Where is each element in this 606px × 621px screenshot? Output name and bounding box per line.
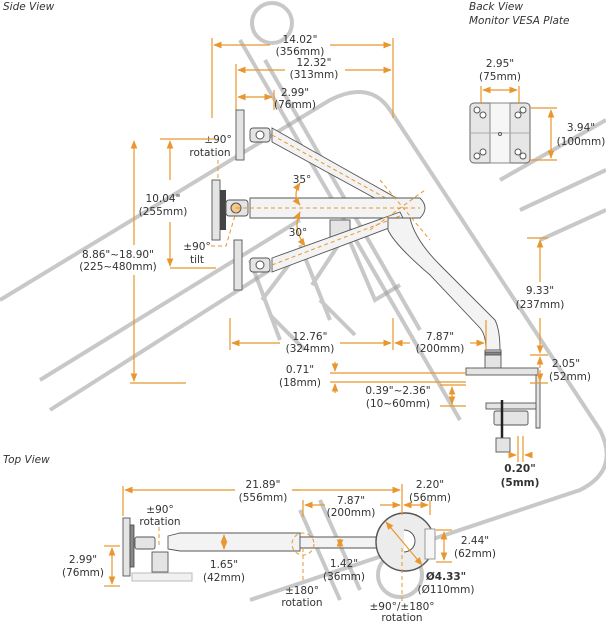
svg-text:(18mm): (18mm) [279,377,321,389]
inner-reach-mm: (313mm) [290,69,339,81]
clamp-top-plate [465,367,539,376]
svg-text:2.99": 2.99" [69,554,97,566]
head-depth-in: 2.99" [281,87,309,99]
dim-total-length: 21.89" (556mm) [122,479,300,516]
dim-head-depth: 2.99" (76mm) [237,87,316,111]
dim-desk-thickness: 0.39"~2.36" (10~60mm) [365,384,466,410]
dim-lower-arm-reach: 12.76" (324mm) [229,318,394,355]
svg-text:9.33": 9.33" [526,285,554,297]
svg-text:7.87": 7.87" [337,495,365,507]
svg-text:(556mm): (556mm) [239,492,288,504]
height-travel-mm: (255mm) [139,206,188,218]
vesa-plate [469,102,531,164]
svg-text:rotation: rotation [189,147,230,159]
top-base-rotation: ±90°/±180° rotation [369,601,434,621]
dim-arm-width: 1.65" (42mm) [203,534,245,584]
top-upper-arm [167,532,301,552]
svg-text:7.87": 7.87" [426,331,454,343]
side-tilt-annotation: ±90° tilt [183,211,237,266]
top-view-title: Top View [3,454,50,466]
svg-text:(200mm): (200mm) [327,507,376,519]
height-range-mm: (225~480mm) [79,261,157,273]
top-monitor-plate [122,517,131,577]
svg-text:±180°: ±180° [285,585,319,597]
angle-up-label: 35° [293,174,312,186]
dim-overall-reach: 14.02" (356mm) [211,34,394,118]
angle-down-label: 30° [289,227,308,239]
side-view-title: Side View [3,1,55,13]
svg-text:12.76": 12.76" [293,331,328,343]
back-view-subtitle: Monitor VESA Plate [469,15,570,27]
svg-text:3.94": 3.94" [567,122,595,134]
svg-text:0.71": 0.71" [286,364,314,376]
dim-upper-arm-reach: 7.87" (200mm) [394,320,487,355]
dim-base-width: 2.44" (62mm) [436,529,496,563]
svg-text:(200mm): (200mm) [416,343,465,355]
svg-text:0.39"~2.36": 0.39"~2.36" [365,385,430,397]
svg-text:rotation: rotation [281,597,322,609]
svg-text:1.42": 1.42" [330,558,358,570]
svg-text:±90°/±180°: ±90°/±180° [369,601,434,613]
svg-text:±90°: ±90° [146,504,173,516]
svg-text:2.05": 2.05" [552,358,580,370]
dim-base-diameter: Ø4.33" (Ø110mm) [385,521,475,596]
dim-plate-thickness: 0.71" (18mm) [279,362,466,393]
height-range-in: 8.86"~18.90" [82,249,154,261]
svg-text:2.95": 2.95" [486,58,514,70]
head-depth-mm: (76mm) [274,99,316,111]
dim-base-height: 2.05" (52mm) [530,356,591,384]
dim-vesa-width: 2.95" (75mm) [479,58,521,104]
svg-text:(62mm): (62mm) [454,548,496,560]
dim-height-travel: 10.04" (255mm) [139,138,216,269]
svg-text:±90°: ±90° [183,241,210,253]
overall-reach-in: 14.02" [283,34,318,46]
svg-text:(36mm): (36mm) [323,571,365,583]
svg-text:(42mm): (42mm) [203,572,245,584]
top-head-rotation: ±90° rotation [139,504,180,528]
back-view-title: Back View [469,1,523,13]
side-monitor-plate [211,179,221,241]
dim-head-width: 2.99" (76mm) [62,545,120,587]
height-travel-in: 10.04" [146,193,181,205]
dim-pole-height: 9.33" (237mm) [516,237,565,356]
svg-text:tilt: tilt [190,254,204,266]
top-elbow-rotation: ±180° rotation [281,585,322,609]
svg-text:(75mm): (75mm) [479,71,521,83]
svg-text:(52mm): (52mm) [549,371,591,383]
dim-height-range: 8.86"~18.90" (225~480mm) [79,140,186,384]
svg-text:rotation: rotation [381,612,422,621]
dim-vesa-height: 3.94" (100mm) [530,107,606,161]
svg-text:±90°: ±90° [204,134,231,146]
svg-text:(Ø110mm): (Ø110mm) [418,584,475,596]
top-lower-arm [299,536,389,549]
dim-top-arm-length: 7.87" (200mm) [293,484,403,519]
svg-text:Ø4.33": Ø4.33" [426,571,466,583]
dim-clamp-gap: 0.20" (5mm) [501,436,540,489]
svg-text:(100mm): (100mm) [557,136,606,148]
svg-text:(324mm): (324mm) [286,343,335,355]
side-view-arm: 35° 30° [211,109,541,453]
svg-text:(76mm): (76mm) [62,567,104,579]
dim-inner-reach: 12.32" (313mm) [235,57,392,110]
svg-text:21.89": 21.89" [246,479,281,491]
svg-text:0.20": 0.20" [504,463,535,475]
svg-text:(56mm): (56mm) [409,492,451,504]
svg-text:2.20": 2.20" [416,479,444,491]
svg-text:rotation: rotation [139,516,180,528]
overall-reach-mm: (356mm) [276,46,325,58]
svg-text:(237mm): (237mm) [516,299,565,311]
inner-reach-in: 12.32" [297,57,332,69]
side-rotation-annotation: ±90° rotation [189,134,232,180]
dim-base-offset: 2.20" (56mm) [403,479,451,515]
svg-text:(10~60mm): (10~60mm) [366,398,430,410]
svg-text:(5mm): (5mm) [501,477,540,489]
svg-text:1.65": 1.65" [210,559,238,571]
svg-text:2.44": 2.44" [461,535,489,547]
dim-lower-arm-width: 1.42" (36mm) [323,538,365,583]
